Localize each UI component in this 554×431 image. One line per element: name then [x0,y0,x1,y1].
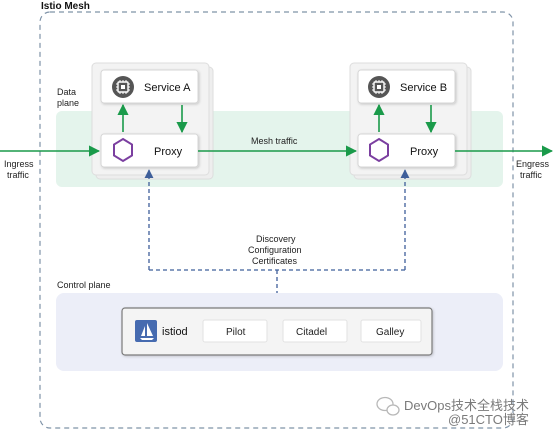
data-plane-label-line2: plane [57,98,79,108]
pod-service-a: Service A Proxy [91,62,214,180]
service-a-label: Service A [144,82,191,94]
data-plane-label-line1: Data [57,87,76,97]
certificates-label: Certificates [252,256,298,266]
mesh-traffic-label: Mesh traffic [251,136,298,146]
watermark-text: DevOps技术全栈技术 [404,398,529,413]
proxy-b-label: Proxy [410,146,439,158]
ingress-label-line2: traffic [7,170,29,180]
citadel-component[interactable] [282,319,348,343]
proxy-b-card[interactable] [357,133,456,168]
pilot-component[interactable] [202,319,268,343]
proxy-a-label: Proxy [154,146,183,158]
proxy-hexagon-icon [369,137,389,163]
mesh-title: Istio Mesh [41,1,90,12]
citadel-label: Citadel [296,327,327,338]
egress-label-line1: Engress [516,159,550,169]
chip-icon [112,76,134,98]
watermark-site: @51CTO博客 [448,412,529,427]
pilot-label: Pilot [226,327,246,338]
wechat-icon [376,396,400,416]
istio-sail-icon [135,320,157,342]
istiod-box[interactable] [121,307,433,356]
mesh-boundary [39,11,514,429]
galley-label: Galley [376,327,404,338]
ingress-label-line1: Ingress [4,159,34,169]
pod-service-b: Service B Proxy [349,62,472,180]
proxy-a-card[interactable] [100,133,199,168]
control-links-label-bg [246,231,312,267]
chip-icon [368,76,390,98]
service-b-label: Service B [400,82,447,94]
egress-label-line2: traffic [520,170,542,180]
istiod-label: istiod [162,326,188,338]
configuration-label: Configuration [248,245,302,255]
proxy-hexagon-icon [113,137,133,163]
galley-component[interactable] [360,319,422,343]
control-plane-label: Control plane [57,280,111,290]
discovery-label: Discovery [256,234,296,244]
